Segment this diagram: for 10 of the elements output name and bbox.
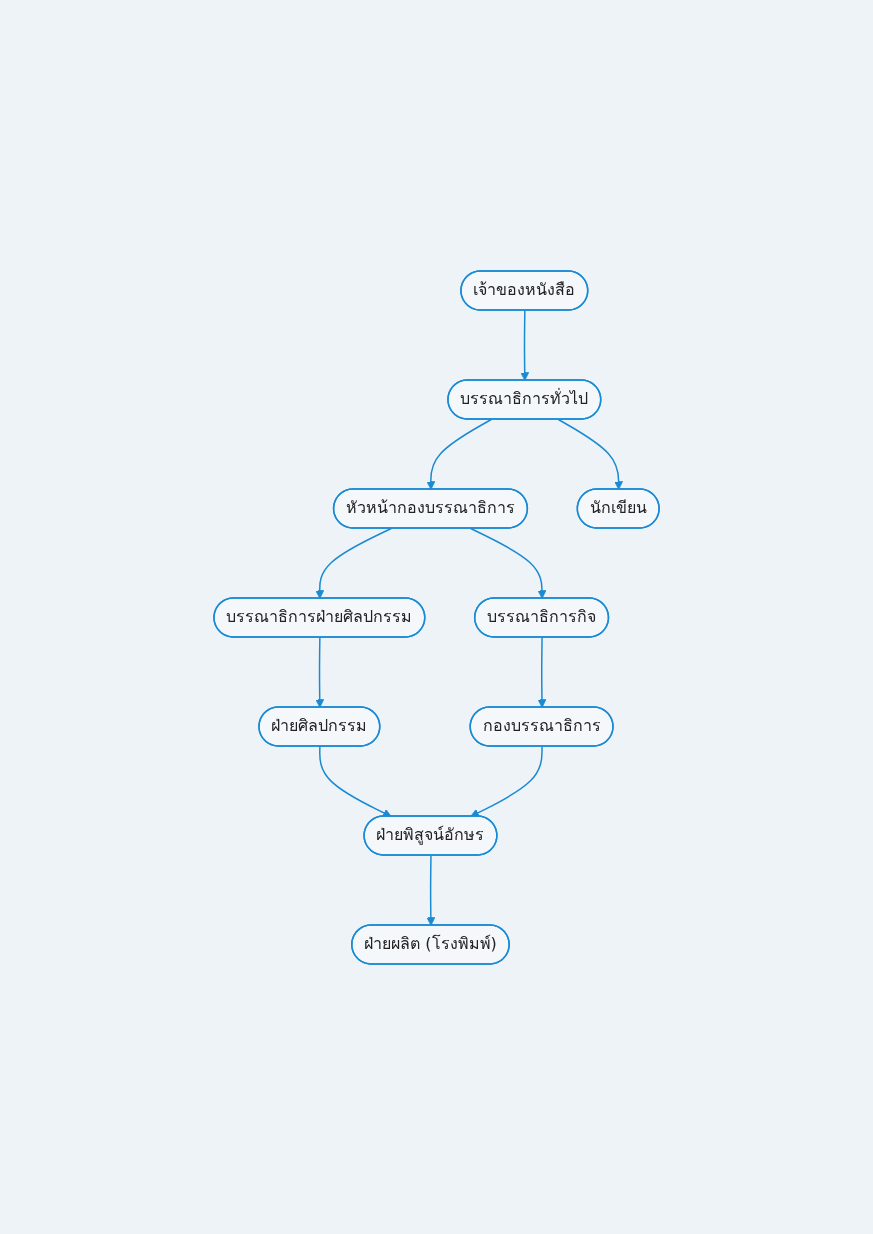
arrow	[537, 636, 547, 708]
arrow	[470, 745, 543, 817]
arrow	[557, 418, 623, 490]
arrow	[315, 527, 392, 599]
arrow	[469, 527, 547, 599]
arrow	[426, 418, 492, 490]
arrow	[520, 309, 530, 381]
arrow	[315, 636, 325, 708]
arrow	[319, 745, 392, 817]
arrow	[426, 854, 436, 926]
